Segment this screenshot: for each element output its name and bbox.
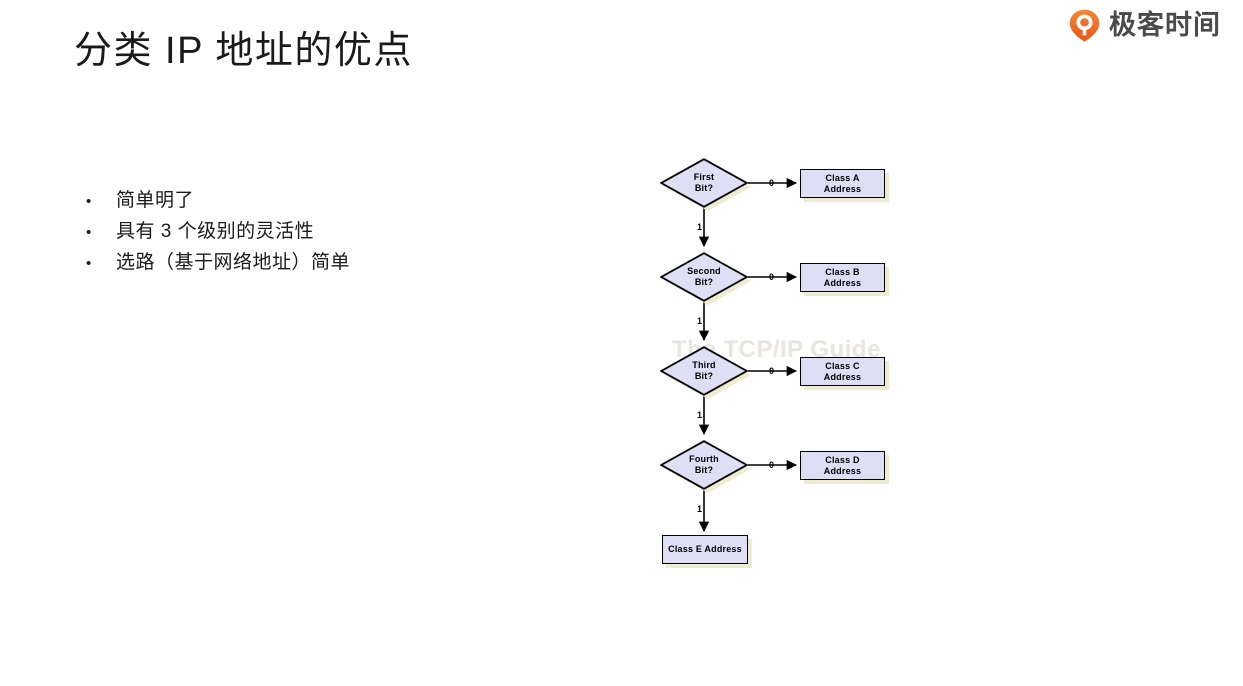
node-shape [660,346,748,396]
outcome-node-class-d[interactable]: Class D Address [800,451,889,484]
bullet-list: • 简单明了 • 具有 3 个级别的灵活性 • 选路（基于网络地址）简单 [86,186,350,279]
bullet-marker: • [86,255,92,272]
edge-label-first-bit-zero: 0 [769,178,775,188]
edge-label-third-bit-one: 1 [697,410,703,420]
bullet-text: 具有 3 个级别的灵活性 [116,221,315,242]
brand-logo: 极客时间 [1067,8,1221,43]
brand-wordmark: 极客时间 [1109,10,1221,40]
node-label: Third Bit? [692,360,716,381]
edge-label-fourth-bit-zero: 0 [769,460,775,470]
node-shape [660,158,748,208]
outcome-node-class-a[interactable]: Class A Address [800,169,889,202]
page-title: 分类 IP 地址的优点 [74,30,413,72]
node-label: Second Bit? [687,266,721,287]
node-label: Fourth Bit? [689,454,719,475]
list-item: • 选路（基于网络地址）简单 [86,248,350,279]
edge-label-fourth-bit-one: 1 [697,504,703,514]
list-item: • 简单明了 [86,186,350,217]
ip-class-decision-flowchart: The TCP/IP Guide First [655,150,905,575]
list-item: • 具有 3 个级别的灵活性 [86,217,350,248]
outcome-node-class-e[interactable]: Class E Address [662,535,752,568]
node-label: First Bit? [693,172,715,193]
flowchart-connectors [698,177,798,533]
edge-label-third-bit-zero: 0 [769,366,775,376]
bullet-text: 选路（基于网络地址）简单 [116,252,351,273]
edge-label-second-bit-one: 1 [697,316,703,326]
node-label: Class B Address [800,263,885,292]
decision-node-fourth-bit[interactable]: Fourth Bit? [660,440,751,493]
bullet-text: 简单明了 [116,190,195,211]
node-label: Class A Address [800,169,885,198]
decision-node-second-bit[interactable]: Second Bit? [660,252,751,305]
decision-node-third-bit[interactable]: Third Bit? [660,346,751,399]
edge-label-second-bit-zero: 0 [769,272,775,282]
bullet-marker: • [86,224,92,241]
node-label: Class E Address [662,535,748,564]
geek-time-logo-icon [1067,8,1102,43]
node-label: Class C Address [800,357,885,386]
node-shape [660,440,748,490]
edge-label-first-bit-one: 1 [697,222,703,232]
outcome-node-class-b[interactable]: Class B Address [800,263,889,296]
node-label: Class D Address [800,451,885,480]
outcome-node-class-c[interactable]: Class C Address [800,357,889,390]
bullet-marker: • [86,193,92,210]
decision-node-first-bit[interactable]: First Bit? [660,158,751,211]
node-shape [660,252,748,302]
